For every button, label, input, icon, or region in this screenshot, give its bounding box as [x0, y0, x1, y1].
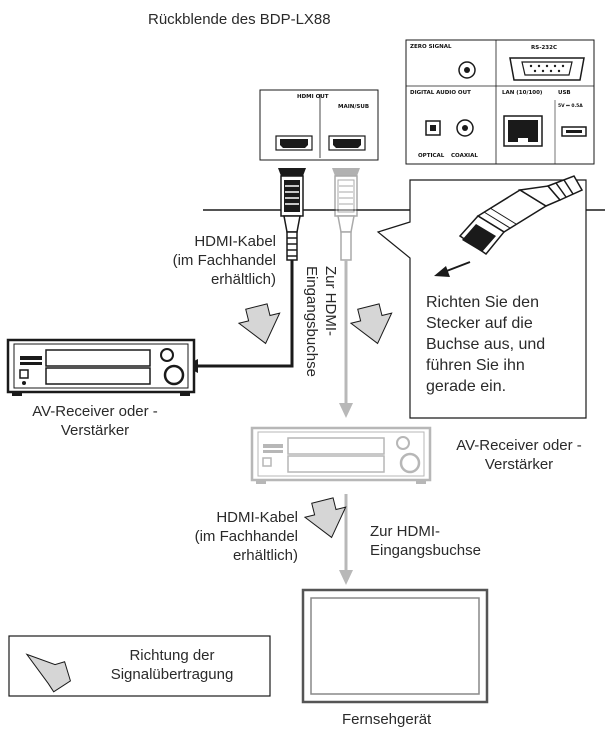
- label-usb: USB: [558, 90, 571, 96]
- zero-signal-jack: [458, 61, 476, 79]
- label-zur-vertical-line2: Eingangsbuchse: [303, 266, 320, 377]
- cable-faded-arrowhead: [339, 403, 353, 418]
- hdmi-plug-zoom: [458, 175, 584, 256]
- label-cable-2-line1: HDMI-Kabel: [216, 509, 298, 526]
- label-av-receiver-2-line2: Verstärker: [484, 456, 554, 473]
- legend-line1: Richtung der: [129, 647, 215, 664]
- callout-bubble: [376, 179, 587, 419]
- label-zur-vertical: Zur HDMI- Eingangsbuchse: [298, 266, 340, 416]
- legend-arrow: [25, 653, 72, 693]
- label-digital-audio-out: DIGITAL AUDIO OUT: [410, 90, 471, 96]
- label-rs232c: RS-232C: [531, 45, 557, 51]
- label-zur-2-line2: Eingangsbuchse: [370, 542, 481, 559]
- callout-line4: führen Sie ihn: [426, 357, 525, 374]
- label-av-receiver-1-line2: Verstärker: [60, 422, 130, 439]
- legend-text: Richtung der Signalübertragung: [78, 646, 266, 684]
- label-cable-1-line3: erhältlich): [210, 271, 276, 288]
- label-av-receiver-2: AV-Receiver oder - Verstärker: [434, 436, 604, 474]
- label-usb-rating: 5V ⎓ 0.5A: [558, 104, 583, 109]
- signal-arrow-3: [303, 497, 347, 539]
- label-zur-2: Zur HDMI- Eingangsbuchse: [370, 522, 481, 560]
- coaxial-jack: [456, 119, 474, 137]
- hdmi-port-main: [275, 135, 313, 151]
- label-cable-1-line1: HDMI-Kabel: [194, 233, 276, 250]
- av-receiver-2: [250, 426, 432, 484]
- label-main-sub: MAIN/SUB: [338, 104, 370, 110]
- label-av-receiver-2-line1: AV-Receiver oder -: [456, 437, 582, 454]
- label-cable-2-line2: (im Fachhandel: [194, 528, 298, 545]
- label-zero-signal: ZERO SIGNAL: [410, 44, 452, 50]
- callout-text: Richten Sie den Stecker auf die Buchse a…: [426, 292, 545, 397]
- callout-line1: Richten Sie den: [426, 294, 539, 311]
- label-cable-1-line2: (im Fachhandel: [172, 252, 276, 269]
- optical-jack: [425, 120, 441, 136]
- label-zur-vertical-line1: Zur HDMI-: [322, 266, 339, 336]
- label-zur-2-line1: Zur HDMI-: [370, 523, 440, 540]
- label-lan: LAN (10/100): [502, 90, 543, 96]
- usb-port: [561, 126, 587, 137]
- label-av-receiver-1: AV-Receiver oder - Verstärker: [0, 402, 190, 440]
- television: [301, 588, 489, 704]
- lan-port: [503, 115, 543, 147]
- callout-line2: Stecker auf die: [426, 315, 533, 332]
- callout-line3: Buchse aus, und: [426, 336, 546, 353]
- hdmi-plug-black: [278, 168, 306, 261]
- signal-arrow-2: [349, 303, 393, 345]
- rs232c-connector: [509, 57, 585, 81]
- label-hdmi-out: HDMI OUT: [297, 94, 329, 100]
- label-cable-2-line3: erhältlich): [232, 547, 298, 564]
- insert-direction-arrow: [443, 261, 471, 273]
- label-cable-2: HDMI-Kabel (im Fachhandel erhältlich): [148, 508, 298, 565]
- label-optical: OPTICAL: [418, 153, 445, 159]
- cable-to-tv-arrowhead: [339, 570, 353, 585]
- hdmi-plug-faded: [332, 168, 360, 261]
- cable-black: [198, 260, 294, 368]
- diagram-title: Rückblende des BDP-LX88: [148, 11, 331, 28]
- label-coaxial: COAXIAL: [451, 153, 478, 159]
- callout-line5: gerade ein.: [426, 378, 507, 395]
- hdmi-port-sub: [328, 135, 366, 151]
- label-tv: Fernsehgerät: [342, 711, 432, 728]
- label-av-receiver-1-line1: AV-Receiver oder -: [32, 403, 158, 420]
- av-receiver-1: [6, 338, 196, 396]
- label-cable-1: HDMI-Kabel (im Fachhandel erhältlich): [118, 232, 276, 289]
- signal-arrow-1: [237, 303, 281, 345]
- legend-line2: Signalübertragung: [110, 666, 234, 683]
